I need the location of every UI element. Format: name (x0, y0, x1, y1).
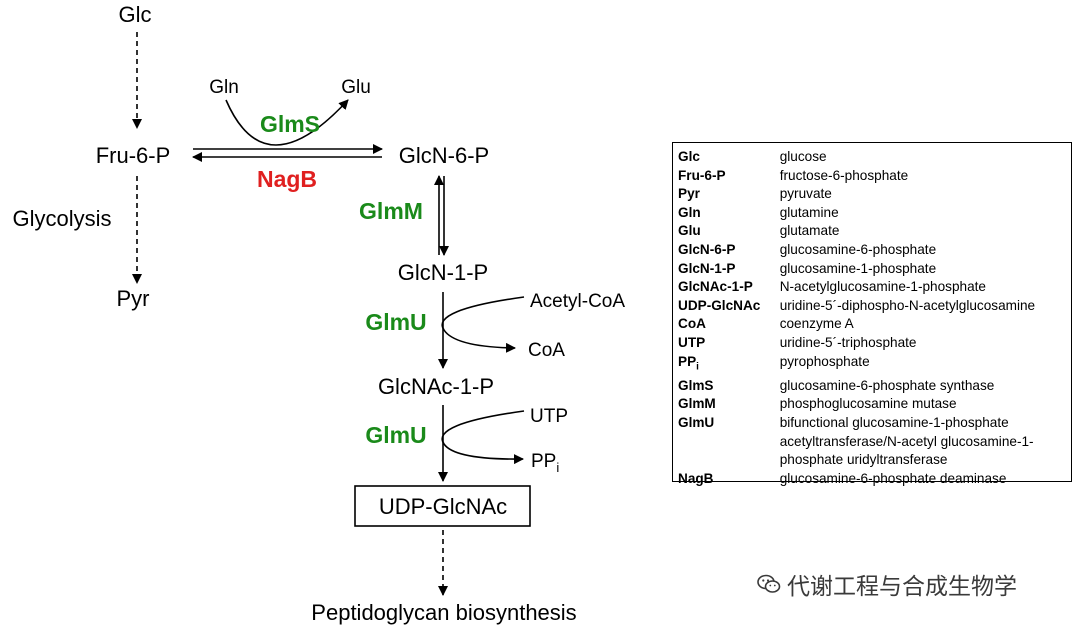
glcnac1p-label: GlcNAc-1-P (378, 374, 494, 399)
fru6p-label: Fru-6-P (96, 143, 171, 168)
legend-row: GlmS glucosamine-6-phosphate synthase (678, 377, 1067, 396)
glmu-enzyme-1: GlmU (365, 309, 426, 335)
legend-abbr: GlcN-6-P (678, 241, 736, 257)
pyr-label: Pyr (117, 286, 150, 311)
legend-definition: glutamate (779, 223, 840, 239)
glmm-enzyme: GlmM (359, 198, 423, 224)
legend-abbr: Pyr (678, 186, 700, 202)
legend-row: GlmM phosphoglucosamine mutase (678, 395, 1067, 414)
legend-row: Pyr pyruvate (678, 185, 1067, 204)
legend-abbr: Gln (678, 204, 701, 220)
legend-abbr: UTP (678, 334, 706, 350)
legend-row: Glc glucose (678, 148, 1067, 167)
legend-row: GlmU bifunctional glucosamine-1-phosphate (678, 414, 1067, 433)
legend-row: CoA coenzyme A (678, 315, 1067, 334)
glcn1p-label: GlcN-1-P (398, 260, 488, 285)
legend-row: phosphate uridyltransferase (678, 451, 1067, 470)
watermark-text: 代谢工程与合成生物学 (787, 574, 1017, 600)
glycolysis-label: Glycolysis (12, 206, 111, 231)
legend-abbr (678, 451, 780, 470)
legend-row: GlcN-1-P glucosamine-1-phosphate (678, 260, 1067, 279)
legend-row: acetyltransferase/N-acetyl glucosamine-1… (678, 433, 1067, 452)
legend-abbr: UDP-GlcNAc (678, 297, 761, 313)
legend-row: Gln glutamine (678, 204, 1067, 223)
glcn6p-label: GlcN-6-P (399, 143, 489, 168)
watermark: 代谢工程与合成生物学 (757, 567, 1017, 601)
peptidoglycan-label: Peptidoglycan biosynthesis (311, 600, 576, 625)
legend-row: Fru-6-P fructose-6-phosphate (678, 167, 1067, 186)
legend-abbr: NagB (678, 470, 714, 486)
legend-row: UDP-GlcNAc uridine-5´-diphospho-N-acetylg… (678, 297, 1067, 316)
wechat-icon (757, 574, 781, 593)
legend-abbr: GlmS (678, 377, 714, 393)
glms-enzyme: GlmS (260, 111, 320, 137)
glc-label: Glc (119, 2, 152, 27)
utp-ppi-curve (441, 410, 525, 465)
legend-definition: glutamine (779, 204, 839, 220)
legend-definition: glucosamine-6-phosphate synthase (779, 377, 995, 393)
legend-definition: pyrophosphate (779, 353, 870, 369)
legend-definition: uridine-5´-diphospho-N-acetylglucosamine (779, 297, 1036, 313)
legend-definition: coenzyme A (779, 316, 854, 332)
legend-definition: phosphate uridyltransferase (779, 452, 948, 468)
legend-abbr: GlmU (678, 415, 715, 431)
legend-definition: glucosamine-6-phosphate deaminase (779, 470, 1007, 486)
legend-row: UTP uridine-5´-triphosphate (678, 334, 1067, 353)
nagb-enzyme: NagB (257, 166, 317, 192)
legend-row: PPi pyrophosphate (678, 353, 1067, 377)
legend-abbr: PPi (678, 353, 699, 373)
legend-abbr: Glc (678, 149, 700, 164)
coa-label: CoA (528, 340, 565, 361)
udpglcnac-label: UDP-GlcNAc (379, 494, 507, 519)
acetylcoa-label: Acetyl-CoA (530, 291, 625, 312)
legend-definition: glucose (779, 149, 827, 164)
legend-definition: acetyltransferase/N-acetyl glucosamine-1… (779, 433, 1034, 449)
ppi-label: PPi (531, 451, 559, 475)
legend-definition: N-acetylglucosamine-1-phosphate (779, 279, 986, 295)
legend-abbr: GlcNAc-1-P (678, 279, 753, 295)
legend-abbr: GlmM (678, 396, 716, 412)
glmu-enzyme-2: GlmU (365, 422, 426, 448)
legend-row: GlcN-6-P glucosamine-6-phosphate (678, 241, 1067, 260)
glu-label: Glu (341, 77, 371, 98)
legend-row: NagB glucosamine-6-phosphate deaminase (678, 470, 1067, 489)
legend-abbr: GlcN-1-P (678, 260, 736, 276)
legend-definition: uridine-5´-triphosphate (779, 334, 917, 350)
legend-definition: bifunctional glucosamine-1-phosphate (779, 415, 1009, 431)
gln-label: Gln (209, 77, 239, 98)
legend-row: Glu glutamate (678, 222, 1067, 241)
legend-definition: phosphoglucosamine mutase (779, 396, 957, 412)
udpglcnac-box (354, 485, 531, 527)
legend-definition: fructose-6-phosphate (779, 167, 909, 183)
acetylcoa-coa-curve (441, 296, 525, 353)
legend-abbr: CoA (678, 316, 706, 332)
legend-definition: glucosamine-1-phosphate (779, 260, 937, 276)
legend-abbr (678, 433, 780, 452)
legend-definition: glucosamine-6-phosphate (779, 241, 937, 257)
legend-row: GlcNAc-1-P N-acetylglucosamine-1-phosphat… (678, 278, 1067, 297)
legend-abbr: Glu (678, 223, 701, 239)
legend-abbr: Fru-6-P (678, 167, 726, 183)
utp-label: UTP (530, 406, 568, 427)
legend-definition: pyruvate (779, 186, 832, 202)
gln-glu-curve (225, 99, 349, 146)
